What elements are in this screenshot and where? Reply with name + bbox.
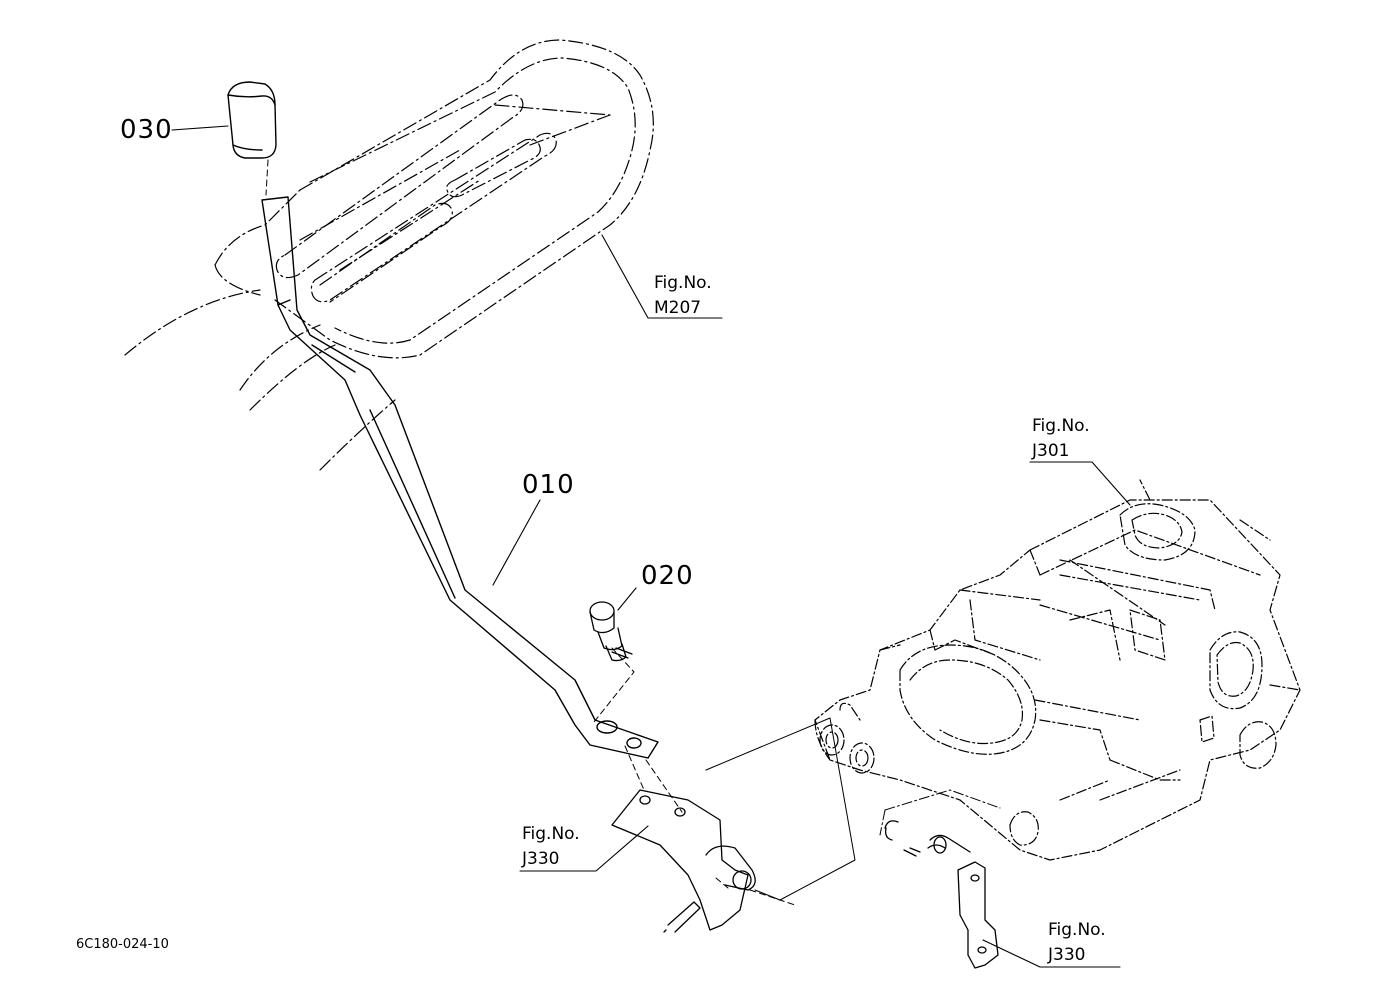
part-label-020: 020	[641, 561, 694, 591]
lever-010	[261, 196, 659, 759]
bracket-j330-left	[611, 789, 756, 933]
bolt-020	[589, 601, 633, 662]
housing-plane	[879, 789, 1001, 836]
figure-ref-number: J301	[1032, 441, 1070, 461]
figure-ref-j330-left: Fig.No. J330	[522, 824, 580, 869]
figure-ref-title: Fig.No.	[1048, 920, 1106, 940]
leader-lines	[171, 125, 1131, 968]
figure-ref-number: J330	[522, 849, 560, 869]
figure-ref-j330-right: Fig.No. J330	[1048, 920, 1106, 965]
figure-ref-title: Fig.No.	[654, 273, 712, 293]
figure-ref-j301: Fig.No. J301	[1032, 416, 1090, 461]
part-label-030: 030	[120, 115, 173, 145]
plane-sheet	[705, 717, 856, 901]
drawing-code: 6C180-024-10	[76, 937, 169, 952]
part-label-010: 010	[522, 470, 575, 500]
figure-ref-title: Fig.No.	[522, 824, 580, 844]
phantom-connectors	[265, 159, 796, 906]
figure-ref-title: Fig.No.	[1032, 416, 1090, 436]
fender-phantom	[124, 39, 654, 471]
figure-ref-number: J330	[1048, 945, 1086, 965]
bracket-j330-right	[884, 820, 999, 969]
figure-ref-number: M207	[654, 298, 702, 318]
grip-030	[227, 81, 277, 159]
hydraulic-housing	[814, 479, 1301, 861]
figure-ref-m207: Fig.No. M207	[654, 273, 712, 318]
